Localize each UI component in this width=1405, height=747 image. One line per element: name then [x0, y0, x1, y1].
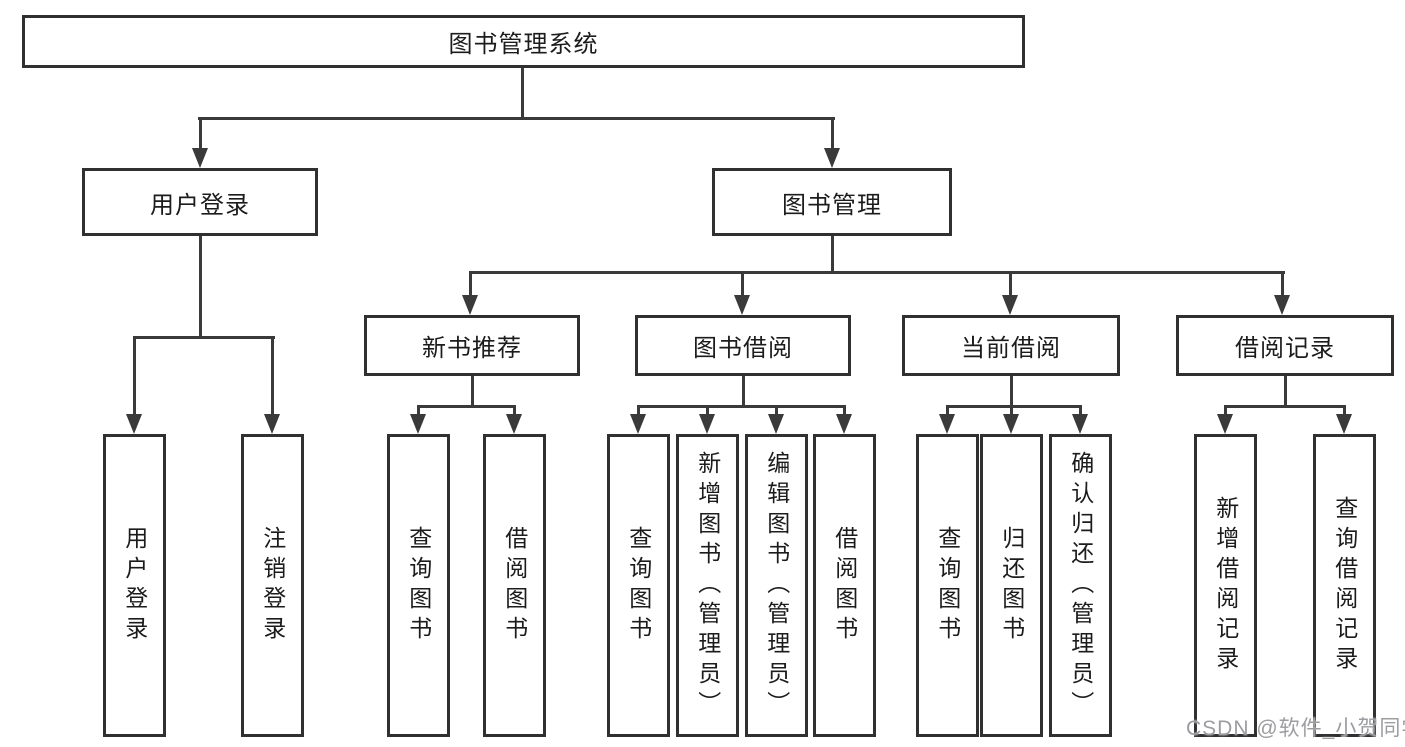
connector-line — [843, 405, 846, 416]
connector-line — [1010, 405, 1013, 416]
connector-line — [742, 376, 745, 407]
node-label: 图书管理 — [782, 191, 882, 219]
connector-line — [469, 271, 472, 298]
leaf-add-book-admin: 新增图书（管理员） — [676, 434, 739, 737]
node-label: 归还图书 — [998, 525, 1025, 646]
connector-line — [1343, 405, 1346, 416]
leaf-query-borrow-record: 查询借阅记录 — [1313, 434, 1376, 737]
node-label: 用户登录 — [121, 525, 148, 646]
connector-line — [1010, 376, 1013, 407]
connector-line — [831, 236, 834, 273]
node-label: 查询借阅记录 — [1331, 495, 1358, 676]
leaf-borrow-books-recommend: 借阅图书 — [483, 434, 546, 737]
node-borrowing-records: 借阅记录 — [1176, 315, 1394, 376]
node-label: 新增图书（管理员） — [694, 450, 721, 721]
connector-line — [706, 405, 709, 416]
arrow-down-icon — [410, 414, 426, 434]
node-label: 借阅图书 — [831, 525, 858, 646]
arrow-down-icon — [1336, 414, 1352, 434]
arrow-down-icon — [699, 414, 715, 434]
arrow-down-icon — [1217, 414, 1233, 434]
node-current-borrowing: 当前借阅 — [902, 315, 1120, 376]
node-label: 用户登录 — [150, 191, 250, 219]
connector-line — [199, 236, 202, 338]
node-user-login: 用户登录 — [82, 168, 318, 236]
arrow-down-icon — [768, 414, 784, 434]
node-label: 新增借阅记录 — [1212, 495, 1239, 676]
connector-line — [198, 117, 835, 120]
connector-line — [1284, 376, 1287, 407]
leaf-logout: 注销登录 — [241, 434, 304, 737]
node-label: 借阅记录 — [1235, 335, 1335, 362]
node-label: 编辑图书（管理员） — [763, 450, 790, 721]
node-book-borrowing: 图书借阅 — [635, 315, 851, 376]
connector-line — [133, 336, 136, 416]
arrow-down-icon — [630, 414, 646, 434]
connector-line — [946, 405, 949, 416]
connector-line — [521, 68, 524, 120]
arrow-down-icon — [1274, 295, 1290, 315]
connector-line — [417, 405, 516, 408]
arrow-down-icon — [126, 414, 142, 434]
arrow-down-icon — [824, 148, 840, 168]
node-label: 确认归还（管理员） — [1067, 450, 1094, 721]
connector-line — [1281, 271, 1284, 298]
connector-line — [1224, 405, 1346, 408]
leaf-user-login: 用户登录 — [103, 434, 166, 737]
connector-line — [637, 405, 846, 408]
arrow-down-icon — [939, 414, 955, 434]
connector-line — [741, 271, 744, 298]
arrow-down-icon — [462, 295, 478, 315]
connector-line — [271, 336, 274, 416]
node-label: 图书借阅 — [693, 335, 793, 362]
connector-line — [469, 271, 1285, 274]
connector-line — [199, 117, 202, 151]
node-label: 注销登录 — [259, 525, 286, 646]
arrow-down-icon — [264, 414, 280, 434]
connector-line — [831, 117, 834, 151]
node-label: 查询图书 — [625, 525, 652, 646]
connector-line — [417, 405, 420, 416]
arrow-down-icon — [1072, 414, 1088, 434]
leaf-borrow-books: 借阅图书 — [813, 434, 876, 737]
arrow-down-icon — [192, 148, 208, 168]
leaf-query-books-current: 查询图书 — [916, 434, 979, 737]
node-book-management: 图书管理 — [712, 168, 952, 236]
leaf-query-books-borrowing: 查询图书 — [607, 434, 670, 737]
node-label: 新书推荐 — [422, 335, 522, 362]
arrow-down-icon — [836, 414, 852, 434]
connector-line — [1009, 271, 1012, 298]
node-label: 查询图书 — [405, 525, 432, 646]
leaf-edit-book-admin: 编辑图书（管理员） — [745, 434, 808, 737]
leaf-return-book: 归还图书 — [980, 434, 1043, 737]
connector-line — [513, 405, 516, 416]
node-root: 图书管理系统 — [22, 15, 1025, 68]
connector-line — [471, 376, 474, 407]
leaf-confirm-return-admin: 确认归还（管理员） — [1049, 434, 1112, 737]
arrow-down-icon — [1002, 295, 1018, 315]
connector-line — [1079, 405, 1082, 416]
arrow-down-icon — [1003, 414, 1019, 434]
node-label: 查询图书 — [934, 525, 961, 646]
node-new-book-recommendation: 新书推荐 — [364, 315, 580, 376]
arrow-down-icon — [734, 295, 750, 315]
leaf-add-borrow-record: 新增借阅记录 — [1194, 434, 1257, 737]
node-label: 图书管理系统 — [448, 31, 599, 58]
connector-line — [637, 405, 640, 416]
connector-line — [133, 336, 275, 339]
node-label: 借阅图书 — [501, 525, 528, 646]
connector-line — [1224, 405, 1227, 416]
node-label: 当前借阅 — [961, 335, 1061, 362]
leaf-query-books-recommend: 查询图书 — [387, 434, 450, 737]
connector-line — [775, 405, 778, 416]
watermark: CSDN @软件_小贺同学 — [1186, 717, 1405, 740]
connector-line — [946, 405, 1082, 408]
arrow-down-icon — [506, 414, 522, 434]
